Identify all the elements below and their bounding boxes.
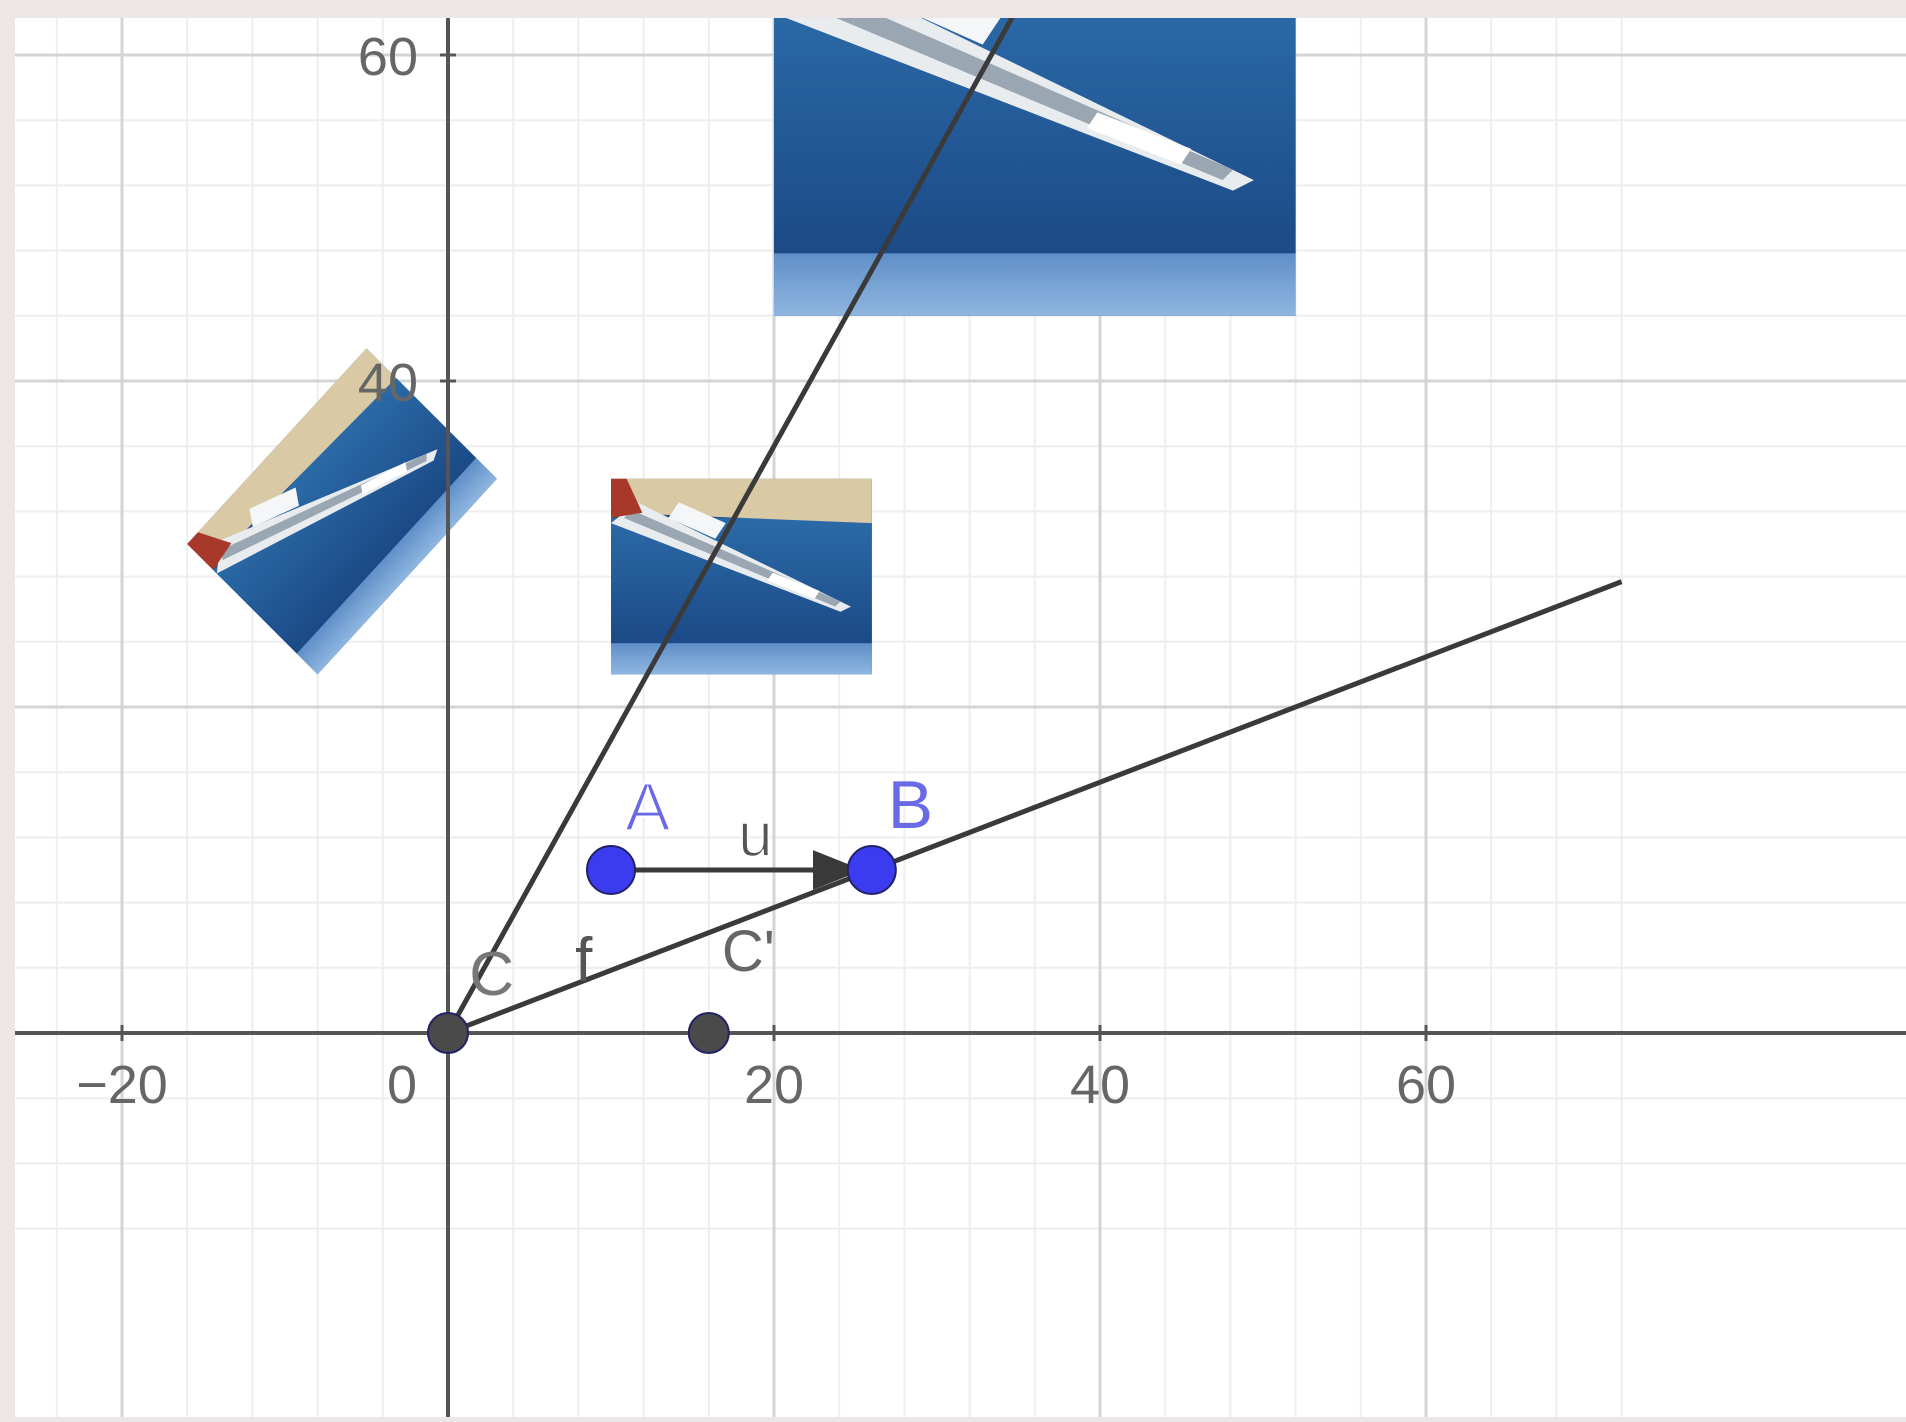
x-tick-label: 0 [387,1055,417,1115]
point-origin[interactable] [427,1012,469,1054]
point-a-label: A [625,769,671,845]
point-a[interactable] [586,845,636,895]
line-c-label: C [469,940,514,1009]
y-tick-label: 60 [358,27,418,87]
pier-image-large[interactable] [774,0,1296,316]
line-f[interactable] [447,579,1623,1036]
lines-layer [445,4,1623,1036]
pier-photo [187,348,497,675]
line-f-label: f [575,926,593,995]
vector-u-label: u [738,801,772,870]
x-tick-label: −20 [76,1055,168,1115]
point-c-prime[interactable] [687,1012,730,1054]
x-tick-label: 40 [1070,1055,1130,1115]
points-layer [427,845,897,1054]
point-b[interactable] [846,845,897,895]
pier-photo [774,0,1296,316]
labels-layer: A B u f C C' [469,767,933,1009]
x-tick-label: 60 [1396,1055,1456,1115]
y-tick-label: 40 [358,353,418,413]
x-tick-label: 20 [744,1055,804,1115]
line-c[interactable] [445,4,1021,1035]
pier-image-rotated[interactable] [187,348,497,675]
graphics-canvas[interactable]: −20 0 20 40 60 40 60 A B u f C C' [15,0,1906,1417]
graphics-view[interactable]: −20 0 20 40 60 40 60 A B u f C C' [15,0,1906,1417]
axes [15,18,1906,1417]
point-b-label: B [888,767,933,843]
tick-labels: −20 0 20 40 60 40 60 [76,27,1456,1115]
point-c-prime-label: C' [722,919,775,984]
